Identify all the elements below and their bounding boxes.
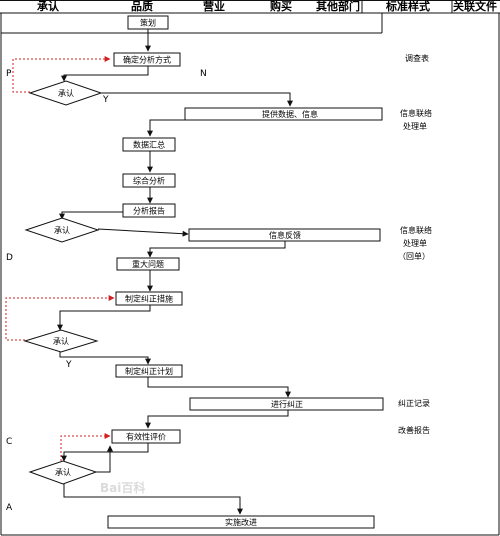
phase-p: P — [6, 69, 12, 79]
doc-liaison-1a: 信息联络 — [400, 108, 432, 118]
node-effect-eval-label: 有效性评价 — [126, 432, 166, 442]
connectors — [57, 29, 293, 515]
doc-liaison-2c: （回单） — [398, 251, 430, 261]
node-corrective-plan-label: 制定纠正计划 — [125, 366, 173, 376]
header-approve: 承认 — [37, 0, 60, 13]
node-provide-data-label: 提供数据、信息 — [262, 109, 318, 119]
node-corrective-measures: 制定纠正措施 — [115, 291, 183, 306]
node-approve-2: 承认 — [24, 217, 100, 243]
node-approve-4-label: 承认 — [55, 467, 71, 477]
node-approve-2-label: 承认 — [54, 225, 70, 235]
header-related-docs: 关联文件 — [453, 0, 497, 13]
node-effect-eval: 有效性评价 — [111, 429, 181, 444]
node-corrective-plan: 制定纠正计划 — [115, 364, 183, 378]
header-other-dept: 其他部门 — [316, 0, 360, 13]
node-approve-1-label: 承认 — [58, 88, 74, 98]
node-info-feedback: 信息反馈 — [188, 228, 381, 242]
node-perform-correction-label: 进行纠正 — [271, 399, 303, 409]
node-approve-4: 承认 — [28, 460, 98, 485]
node-implement-label: 实施改进 — [225, 517, 257, 527]
node-decide-method-label: 确定分析方式 — [123, 55, 171, 65]
node-approve-3: 承认 — [23, 329, 99, 353]
doc-liaison-2b: 处理单 — [403, 238, 427, 248]
header-purchase: 购买 — [270, 0, 292, 13]
header-quality: 品质 — [131, 0, 153, 13]
header-standard-form: 标准样式 — [385, 0, 430, 13]
phase-d: D — [6, 253, 13, 263]
node-perform-correction: 进行纠正 — [189, 397, 384, 411]
node-data-summary: 数据汇总 — [122, 137, 176, 152]
node-major-issue: 重大问题 — [116, 257, 180, 271]
header-sales: 营业 — [203, 0, 225, 13]
node-data-summary-label: 数据汇总 — [133, 140, 165, 150]
node-comprehensive-label: 综合分析 — [133, 176, 165, 186]
node-approve-3-label: 承认 — [53, 336, 69, 346]
flow-frame — [0, 13, 500, 536]
node-report-label: 分析报告 — [133, 206, 165, 216]
node-plan-label: 策划 — [140, 18, 156, 28]
node-approve-1: 承认 — [28, 80, 103, 106]
doc-liaison-1b: 处理单 — [403, 121, 427, 131]
doc-liaison-2a: 信息联络 — [400, 225, 432, 235]
node-info-feedback-label: 信息反馈 — [269, 230, 301, 240]
node-implement: 实施改进 — [107, 515, 375, 529]
watermark-text: Bai百科 — [100, 480, 145, 495]
doc-improvement-report: 改善报告 — [398, 425, 430, 435]
node-major-issue-label: 重大问题 — [132, 259, 164, 269]
branch-label-y-1: Y — [102, 95, 109, 105]
node-plan: 策划 — [127, 15, 169, 30]
feedback-loops — [5, 56, 115, 465]
node-decide-method: 确定分析方式 — [113, 52, 181, 67]
header-row: 承认 品质 营业 购买 其他部门 标准样式 关联文件 — [0, 0, 500, 14]
branch-label-n: N — [200, 69, 207, 79]
doc-survey-table: 调查表 — [405, 53, 429, 63]
branch-label-y-2: Y — [65, 360, 72, 370]
node-provide-data: 提供数据、信息 — [184, 107, 383, 121]
node-corrective-measures-label: 制定纠正措施 — [125, 294, 173, 304]
node-comprehensive: 综合分析 — [122, 173, 176, 188]
watermark: Bai百科 — [100, 480, 145, 495]
doc-correction-record: 纠正记录 — [398, 399, 430, 408]
phase-a: A — [6, 503, 13, 513]
phase-c: C — [6, 437, 12, 447]
node-report: 分析报告 — [122, 203, 176, 218]
